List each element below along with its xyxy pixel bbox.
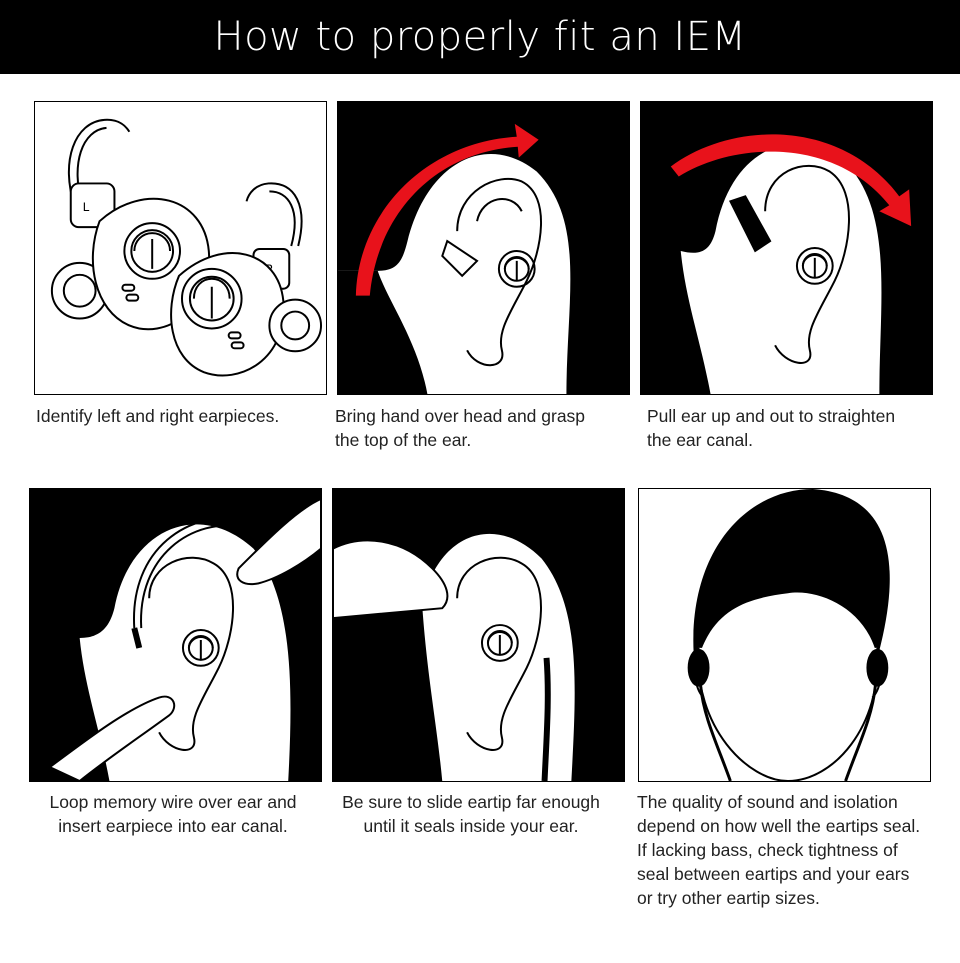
- caption-line: Be sure to slide eartip far enough: [342, 792, 600, 812]
- red-arrow: [355, 123, 539, 296]
- step-3-illustration: [640, 101, 933, 395]
- caption-line: until it seals inside your ear.: [363, 816, 579, 836]
- left-mark-4: L: [144, 622, 151, 636]
- caption-step-3: Pull ear up and out to straighten the ea…: [647, 404, 895, 452]
- step-4-illustration: L: [29, 488, 322, 782]
- caption-line: the top of the ear.: [335, 430, 472, 450]
- step-1-illustration: L R: [34, 101, 327, 395]
- page-title: How to properly fit an IEM: [213, 14, 747, 60]
- caption-line: Identify left and right earpieces.: [36, 406, 280, 426]
- caption-step-1: Identify left and right earpieces.: [36, 404, 279, 428]
- title-banner: How to properly fit an IEM: [0, 0, 960, 74]
- step-2-illustration: [337, 101, 630, 395]
- red-arrow-3: [670, 134, 912, 227]
- caption-line: the ear canal.: [647, 430, 754, 450]
- left-mark: L: [83, 200, 90, 214]
- caption-line: insert earpiece into ear canal.: [58, 816, 288, 836]
- caption-step-6: The quality of sound and isolation depen…: [637, 790, 920, 910]
- caption-step-4: Loop memory wire over ear and insert ear…: [29, 790, 317, 838]
- caption-line: or try other eartip sizes.: [637, 888, 820, 908]
- step-6-illustration: [638, 488, 931, 782]
- caption-line: Bring hand over head and grasp: [335, 406, 586, 426]
- caption-line: depend on how well the eartips seal.: [637, 816, 921, 836]
- caption-step-5: Be sure to slide eartip far enough until…: [327, 790, 615, 838]
- caption-line: Loop memory wire over ear and: [49, 792, 297, 812]
- step-5-illustration: [332, 488, 625, 782]
- caption-line: Pull ear up and out to straighten: [647, 406, 896, 426]
- caption-step-2: Bring hand over head and grasp the top o…: [335, 404, 585, 452]
- caption-line: If lacking bass, check tightness of: [637, 840, 898, 860]
- caption-line: seal between eartips and your ears: [637, 864, 910, 884]
- caption-line: The quality of sound and isolation: [637, 792, 898, 812]
